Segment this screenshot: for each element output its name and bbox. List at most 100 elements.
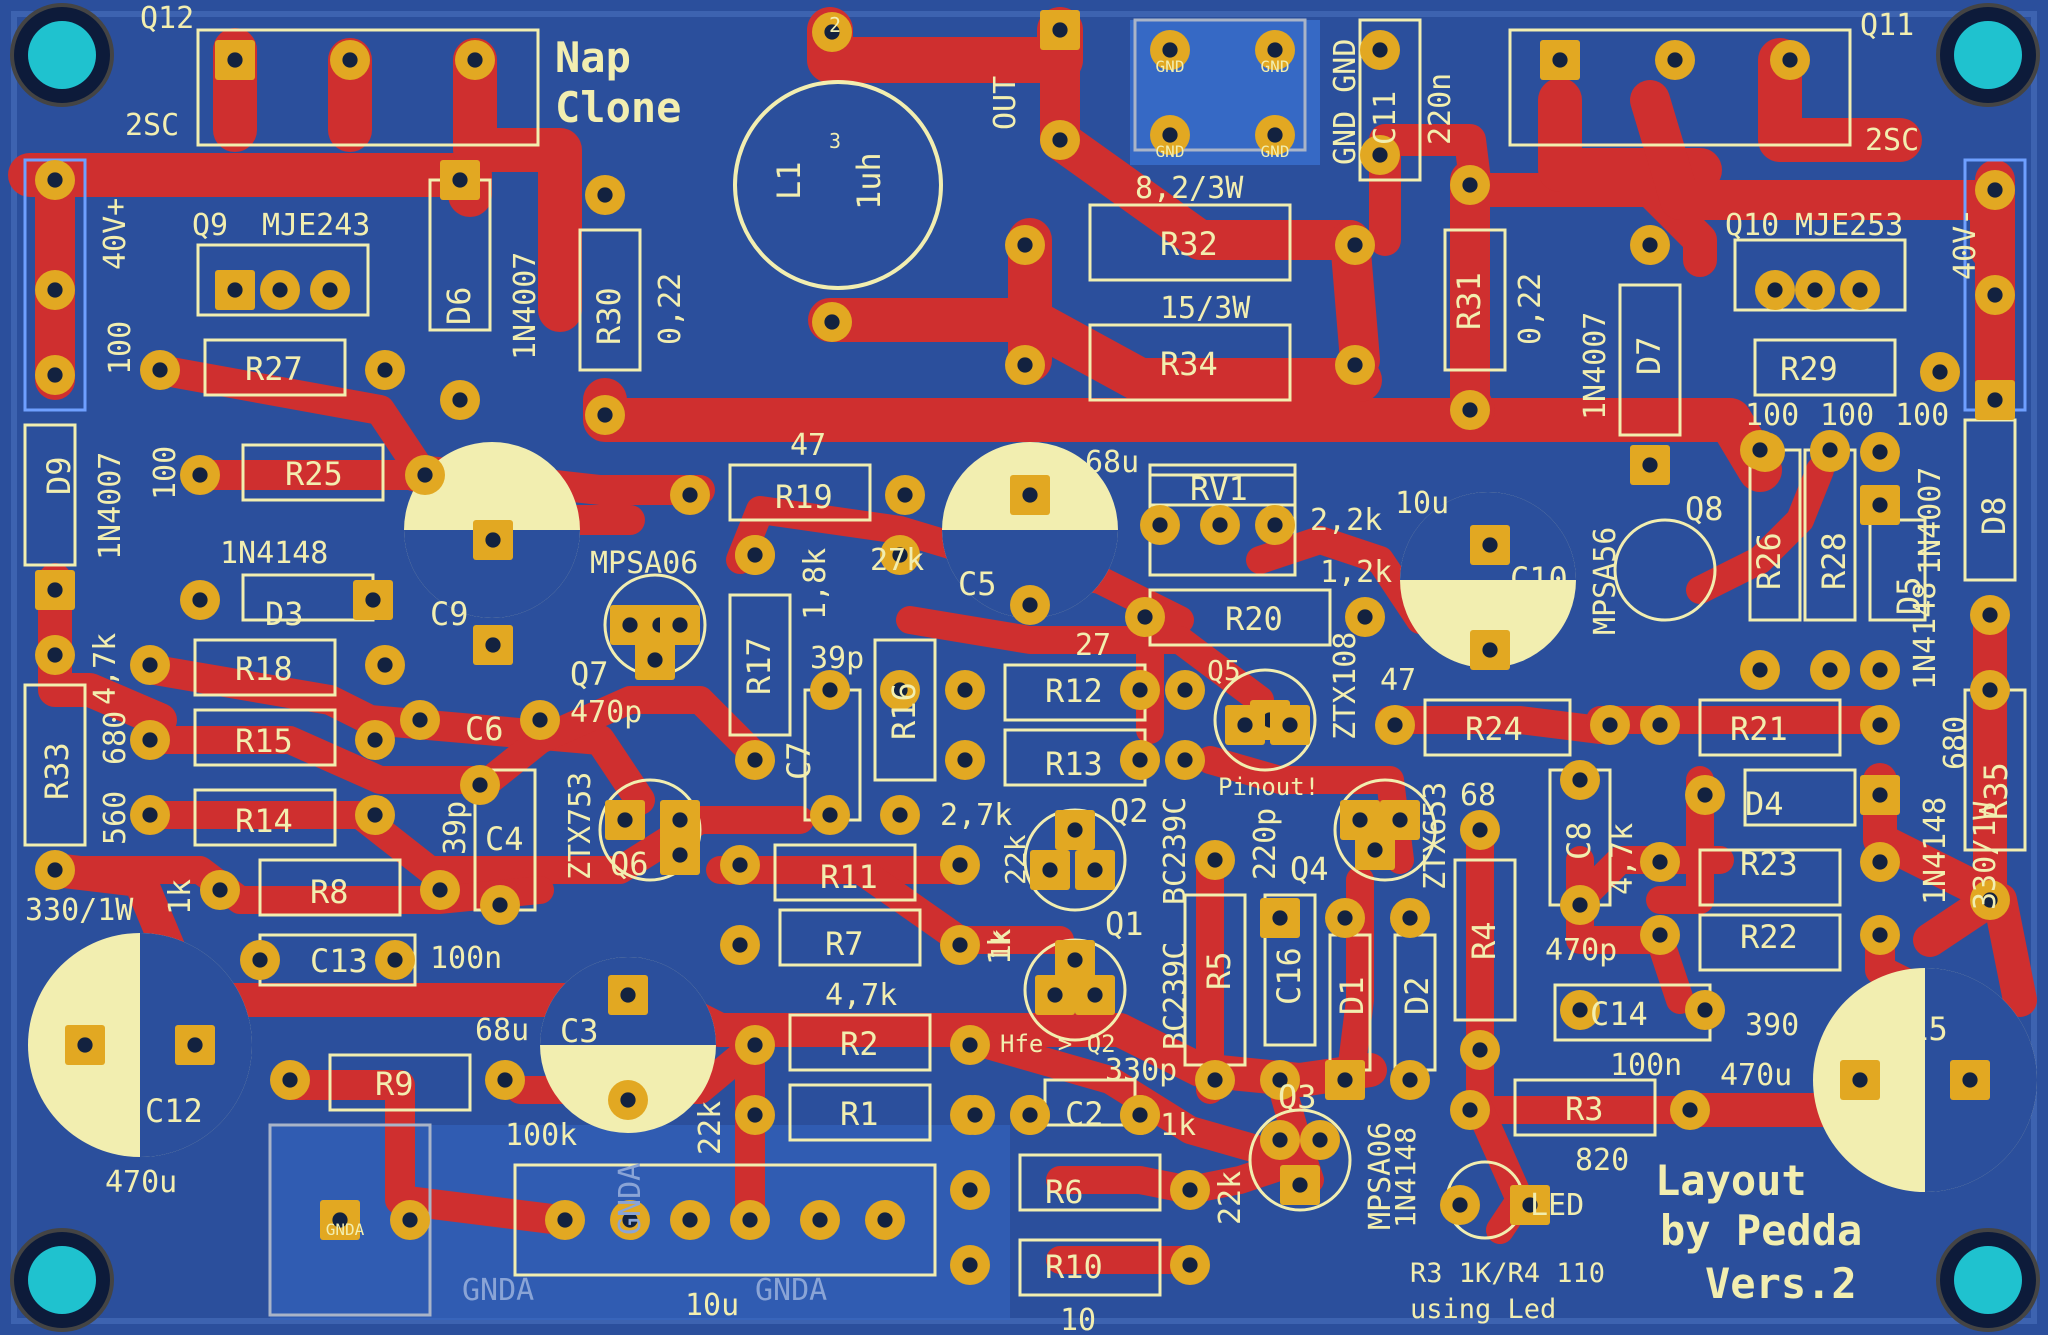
pad-hole: [322, 282, 338, 298]
ref-c12: C12: [145, 1092, 203, 1130]
value-d3: 1N4148: [220, 536, 328, 571]
note-line-1: R3 1K/R4 110: [1410, 1258, 1605, 1289]
ref-r27: R27: [245, 350, 303, 388]
pad-hole: [412, 712, 428, 728]
ref-r6: R6: [1045, 1173, 1084, 1211]
ref-c15: C15: [1890, 1010, 1948, 1048]
pad-hole: [1752, 662, 1768, 678]
value-q4: ZTX653: [1418, 782, 1453, 890]
value-q10: MJE253: [1795, 208, 1903, 243]
value-c3: 68u: [475, 1013, 529, 1048]
pad-hole: [742, 1212, 758, 1228]
ref-q10: Q10: [1725, 208, 1779, 243]
ref-q5: Q5: [1207, 654, 1241, 687]
ref-q7: Q7: [570, 655, 609, 693]
pad-hole: [47, 172, 63, 188]
pad-hole: [1872, 497, 1888, 513]
ref-q12: Q12: [140, 1, 194, 36]
value-r20: 1,2k: [1320, 555, 1392, 590]
net-label-led: LED: [1530, 1188, 1584, 1223]
pad-hole: [1212, 517, 1228, 533]
pad-hole: [452, 172, 468, 188]
ref-q9: Q9: [192, 208, 228, 243]
ref-l1: L1: [770, 161, 808, 200]
pad-hole: [962, 1257, 978, 1273]
value-r1: 22k: [693, 1101, 728, 1155]
pad-hole: [892, 682, 908, 698]
ref-r13: R13: [1045, 745, 1103, 783]
pad-hole: [1982, 682, 1998, 698]
ref-c16: C16: [1270, 947, 1308, 1005]
pad-hole: [492, 897, 508, 913]
ref-r24: R24: [1465, 710, 1523, 748]
ref-r32: R32: [1160, 225, 1218, 263]
value-r10: 10: [1060, 1303, 1096, 1335]
value-c7: 39p: [810, 641, 864, 676]
pad-hole: [1267, 127, 1283, 143]
value-r18: 4,7k: [88, 633, 123, 705]
pad-hole: [957, 682, 973, 698]
mounting-holes: [10, 3, 2040, 1332]
pad-hole: [557, 1212, 573, 1228]
pad-hole: [1822, 442, 1838, 458]
ref-q4: Q4: [1290, 850, 1329, 888]
pad-mini-label: GND: [1261, 57, 1290, 76]
inductor-l1-outline: [733, 80, 943, 290]
pad-hole: [387, 952, 403, 968]
value-c2: 330p: [1105, 1053, 1177, 1088]
pad-hole: [622, 617, 638, 633]
pad-hole: [1462, 177, 1478, 193]
value-q12: 2SC: [125, 108, 179, 143]
pad-hole: [952, 937, 968, 953]
pad-hole: [952, 857, 968, 873]
pad-hole: [1132, 752, 1148, 768]
ref-r5: R5: [1200, 951, 1238, 990]
pad-hole: [367, 732, 383, 748]
net-label-40v-plus: 40V+: [98, 198, 133, 270]
ref-r21: R21: [1730, 710, 1788, 748]
pad-mini-label: GND: [1156, 57, 1185, 76]
pad-hole: [824, 24, 840, 40]
ref-r19: R19: [775, 478, 833, 516]
pad-hole: [1697, 1002, 1713, 1018]
pad-hole: [1852, 1072, 1868, 1088]
value-c14: 100n: [1610, 1048, 1682, 1083]
pad-hole: [1852, 282, 1868, 298]
value-r19: 47: [790, 428, 826, 463]
ref-r4: R4: [1465, 921, 1503, 960]
net-label-hfe: Hfe > Q2: [1000, 1030, 1116, 1058]
pad-hole: [732, 857, 748, 873]
credit-line-1: Layout: [1655, 1156, 1807, 1205]
pad-hole: [1987, 287, 2003, 303]
pad-hole: [647, 652, 663, 668]
pad-hole: [377, 657, 393, 673]
value-r12: 27: [1075, 628, 1111, 663]
value-q9: MJE243: [262, 208, 370, 243]
pad-hole: [47, 282, 63, 298]
value-q11: 2SC: [1865, 123, 1919, 158]
pad-hole: [1372, 42, 1388, 58]
pad-hole: [1017, 237, 1033, 253]
ref-d2: D2: [1398, 976, 1436, 1015]
value-c9: 10u: [460, 461, 514, 496]
value-l1: 1uh: [850, 152, 888, 210]
value-c8: 470p: [1545, 933, 1617, 968]
value-r15: 680: [98, 711, 133, 765]
value-r31: 0,22: [1513, 273, 1548, 345]
pad-hole: [732, 937, 748, 953]
value-r11: 2,7k: [940, 798, 1012, 833]
value-c13: 100n: [430, 941, 502, 976]
pad-hole: [1042, 862, 1058, 878]
pad-hole: [1237, 717, 1253, 733]
value-q3: MPSA06: [1363, 1122, 1398, 1230]
net-label-1k: 1k: [987, 928, 1017, 960]
pad-hole: [187, 1037, 203, 1053]
pad-hole: [1162, 42, 1178, 58]
ref-r16: R16: [885, 682, 923, 740]
ref-q2: Q2: [1110, 792, 1149, 830]
ref-c8: C8: [1560, 821, 1598, 860]
pad-hole: [897, 487, 913, 503]
value-r8: 1k: [163, 879, 198, 915]
